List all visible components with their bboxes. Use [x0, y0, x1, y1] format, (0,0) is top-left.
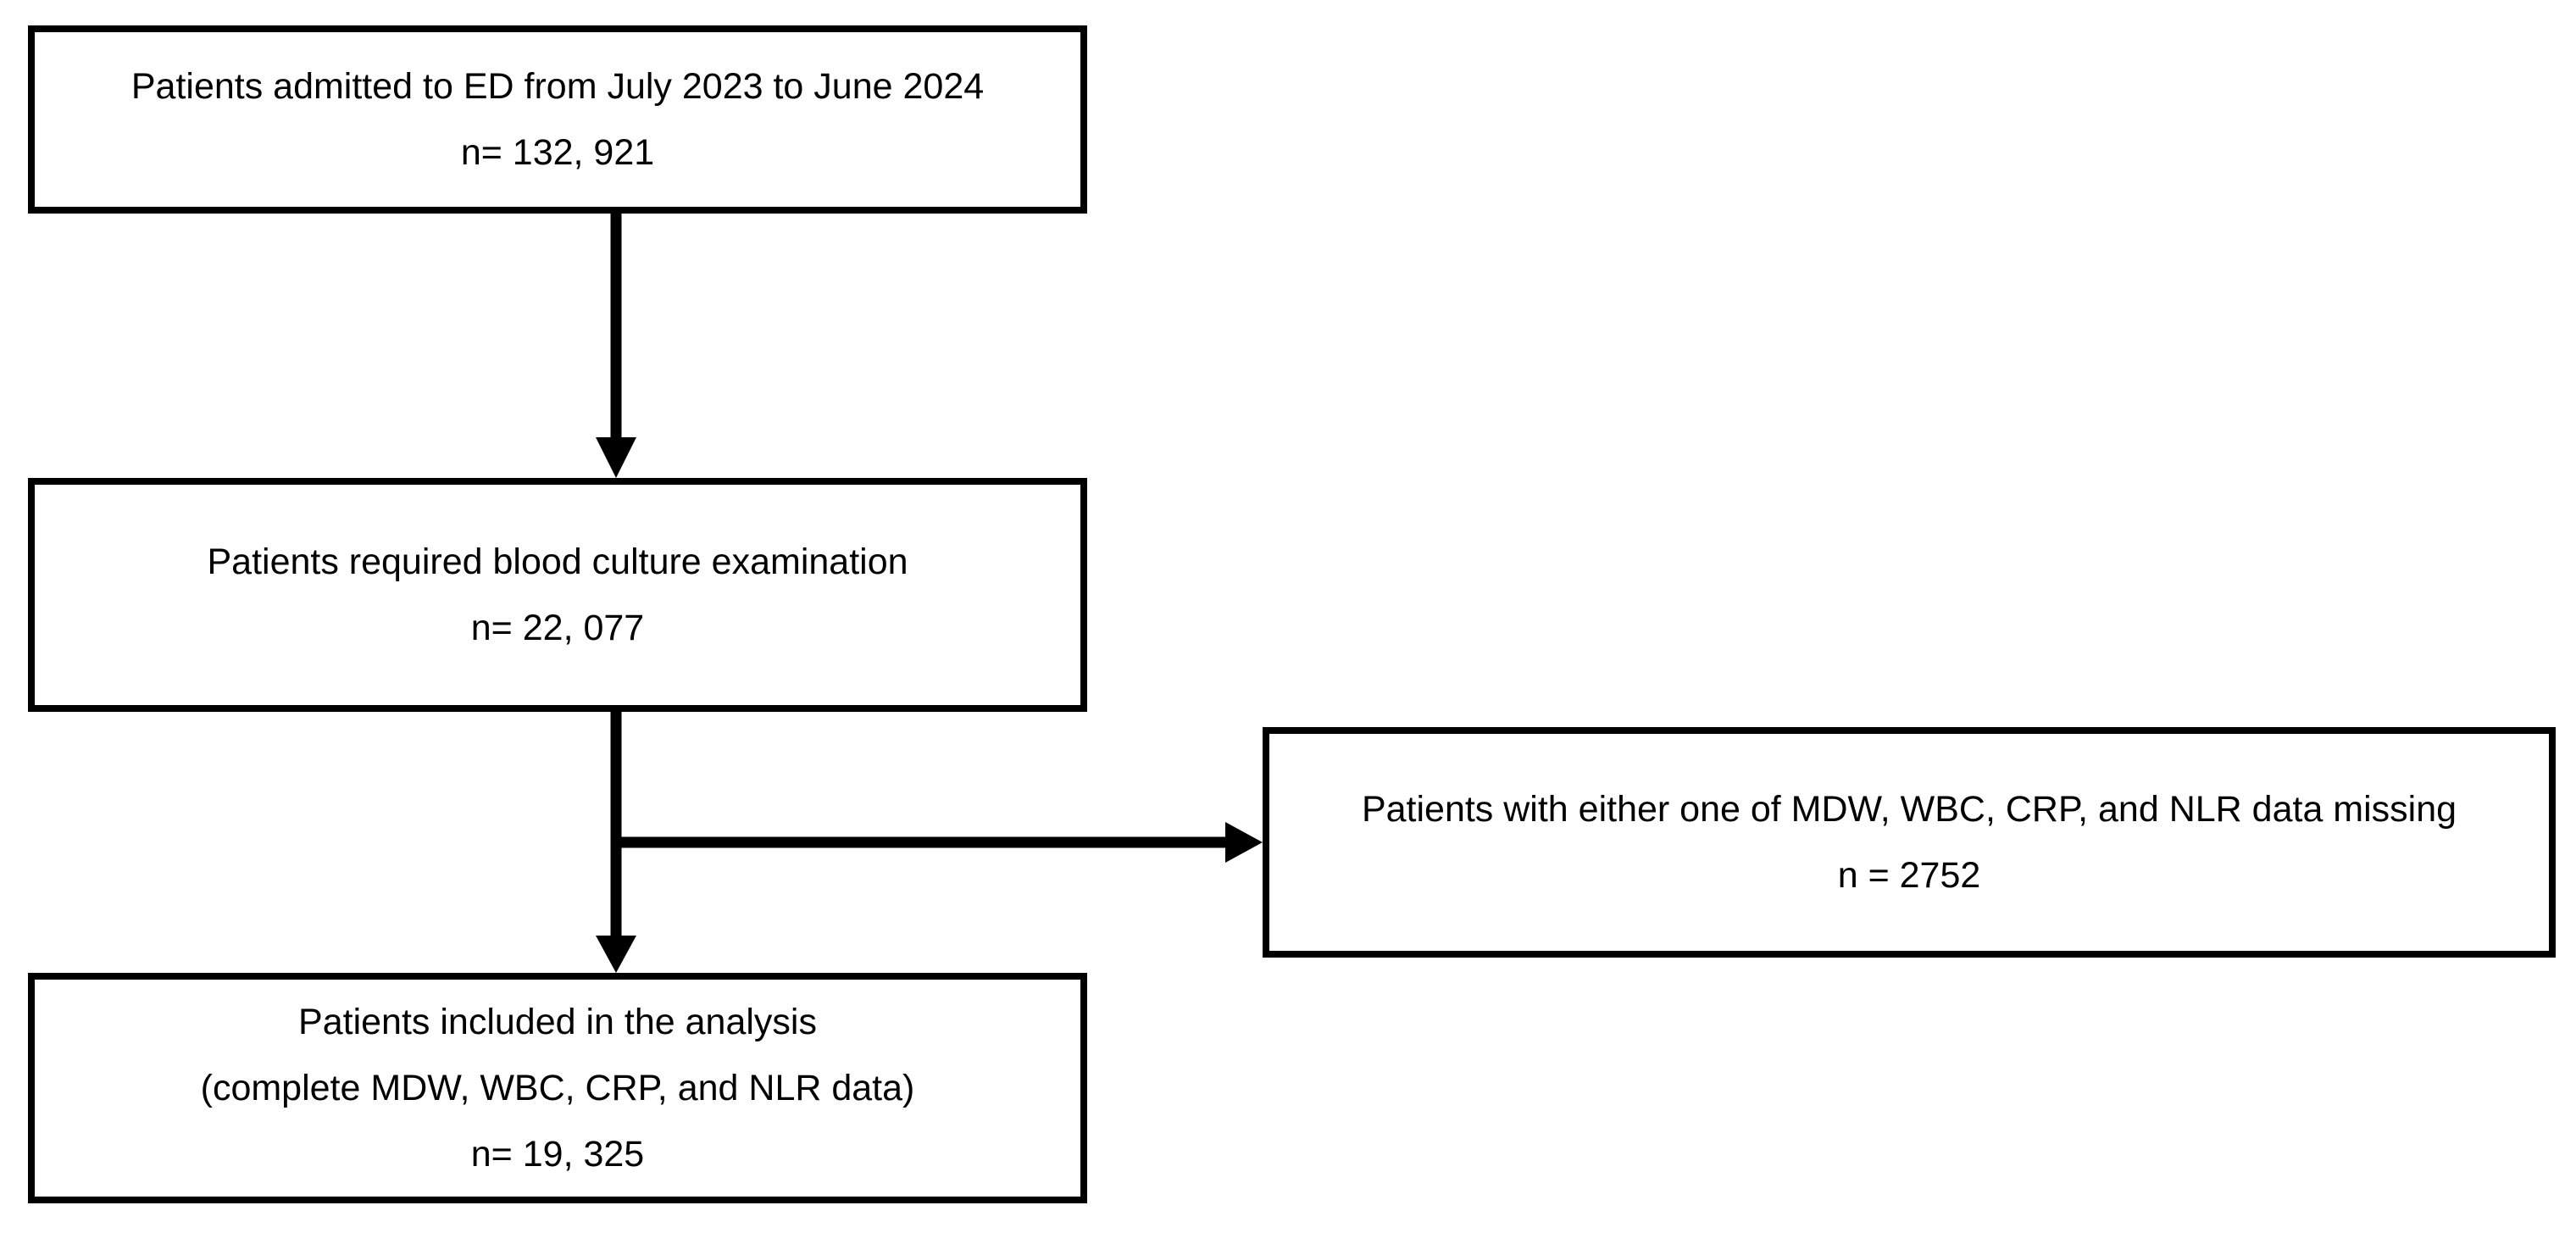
- flow-box-admitted: Patients admitted to ED from July 2023 t…: [28, 25, 1087, 214]
- flow-box-included: Patients included in the analysis (compl…: [28, 973, 1087, 1203]
- box-blood-culture-count: n= 22, 077: [470, 607, 645, 648]
- arrow-down-culture-to-included-icon: [596, 710, 636, 973]
- box-excluded-count: n = 2752: [1837, 854, 1981, 896]
- box-excluded-label: Patients with either one of MDW, WBC, CR…: [1361, 788, 2457, 830]
- box-blood-culture-label: Patients required blood culture examinat…: [207, 541, 908, 582]
- arrow-right-culture-to-excluded-icon: [611, 822, 1263, 863]
- arrow-down-admitted-to-culture-icon: [596, 212, 636, 478]
- box-included-label: Patients included in the analysis: [298, 1001, 817, 1042]
- flow-box-blood-culture: Patients required blood culture examinat…: [28, 478, 1087, 712]
- box-included-sublabel: (complete MDW, WBC, CRP, and NLR data): [200, 1067, 915, 1108]
- box-included-count: n= 19, 325: [470, 1133, 645, 1175]
- flow-box-excluded: Patients with either one of MDW, WBC, CR…: [1263, 727, 2556, 958]
- box-admitted-count: n= 132, 921: [460, 131, 655, 173]
- box-admitted-label: Patients admitted to ED from July 2023 t…: [130, 65, 985, 107]
